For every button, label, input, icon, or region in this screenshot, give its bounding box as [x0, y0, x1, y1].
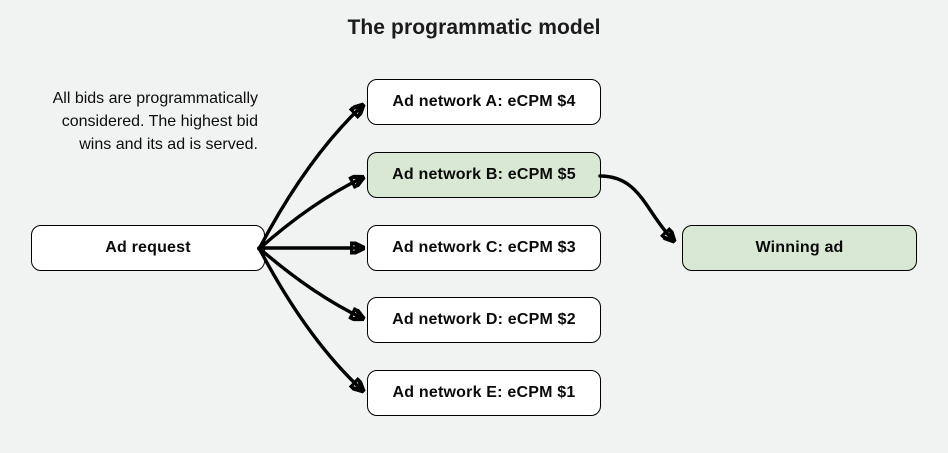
node-label: Ad request — [105, 239, 191, 256]
intro-line: considered. The highest bid — [61, 113, 258, 130]
arrow-request-to-network-a — [257, 106, 362, 251]
node-label: Ad network E: eCPM $1 — [392, 384, 576, 401]
node-ad-network-d: Ad network D: eCPM $2 — [367, 297, 601, 343]
node-label: Ad network C: eCPM $3 — [392, 239, 576, 256]
node-ad-network-e: Ad network E: eCPM $1 — [367, 370, 601, 416]
intro-text: All bids are programmatically considered… — [8, 87, 258, 156]
arrow-network-b-to-winner — [598, 174, 673, 240]
node-ad-network-a: Ad network A: eCPM $4 — [367, 79, 601, 125]
arrow-request-to-network-e — [257, 246, 362, 390]
node-label: Winning ad — [755, 239, 844, 256]
node-label: Ad network A: eCPM $4 — [392, 93, 576, 110]
node-ad-request: Ad request — [31, 225, 265, 271]
node-ad-network-b-highlighted: Ad network B: eCPM $5 — [367, 152, 601, 198]
intro-line: All bids are programmatically — [52, 90, 258, 107]
node-winning-ad: Winning ad — [682, 225, 917, 271]
arrow-request-to-network-b — [257, 178, 362, 251]
arrow-request-to-network-d — [257, 246, 362, 318]
node-ad-network-c: Ad network C: eCPM $3 — [367, 225, 601, 271]
diagram-title: The programmatic model — [347, 16, 601, 39]
intro-line: wins and its ad is served. — [79, 136, 258, 153]
node-label: Ad network D: eCPM $2 — [392, 311, 576, 328]
node-label: Ad network B: eCPM $5 — [392, 166, 576, 183]
